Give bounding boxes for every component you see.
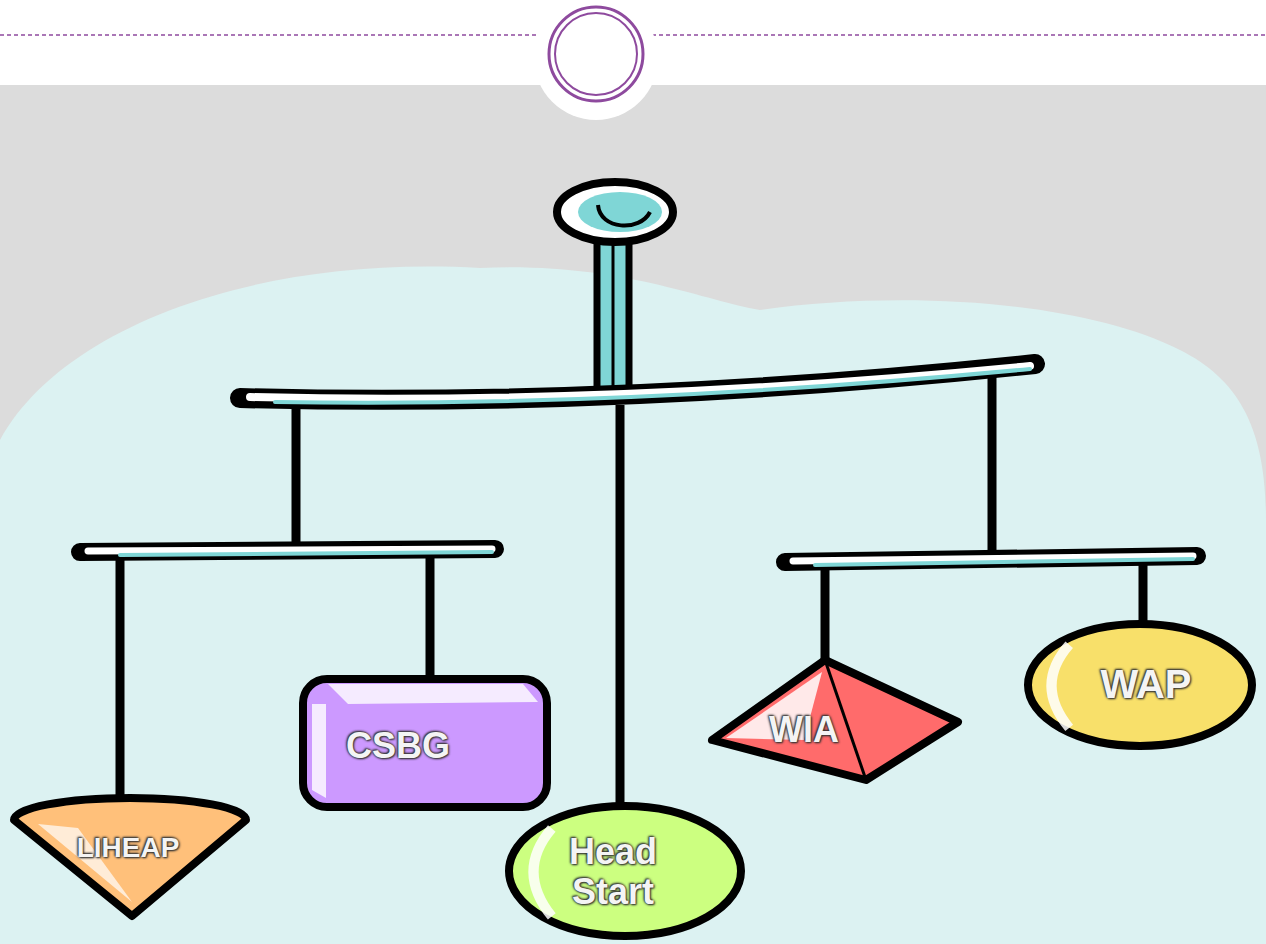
mobile-hook bbox=[578, 192, 662, 232]
program-label: CSBG bbox=[346, 726, 450, 766]
pyramid-weight: WIA bbox=[704, 648, 966, 788]
box-top-face bbox=[328, 684, 538, 704]
oval-weight: WAP bbox=[1022, 618, 1258, 752]
oval-weight: Head Start bbox=[503, 800, 747, 942]
mobile-rod bbox=[612, 240, 615, 394]
cloud-backdrop bbox=[0, 267, 1266, 944]
box-side-face bbox=[312, 704, 326, 798]
mobile-bar bbox=[240, 364, 1035, 400]
oval-highlight bbox=[1052, 645, 1070, 728]
mobile-string bbox=[1139, 560, 1148, 628]
header-rule bbox=[652, 34, 1266, 36]
mobile-bar bbox=[250, 366, 1030, 399]
mobile-string bbox=[988, 375, 997, 558]
mobile-string bbox=[426, 552, 435, 684]
cone-outline bbox=[14, 798, 246, 916]
header-ring bbox=[549, 7, 643, 101]
header-rule bbox=[0, 34, 540, 36]
program-label: WIA bbox=[769, 710, 839, 750]
mobile-rod bbox=[597, 238, 629, 396]
mobile-bar bbox=[275, 369, 1030, 403]
box-weight: CSBG bbox=[298, 674, 552, 812]
cone-weight: LIHEAP bbox=[8, 792, 252, 922]
oval-outline bbox=[1028, 624, 1252, 746]
program-label: WAP bbox=[1100, 662, 1191, 706]
mobile-string bbox=[116, 552, 125, 812]
header-bump bbox=[534, 0, 658, 120]
program-label: LIHEAP bbox=[77, 832, 180, 864]
mobile-string bbox=[616, 405, 625, 812]
mobile-string bbox=[821, 562, 830, 662]
pyramid-outline bbox=[712, 660, 958, 780]
mobile-bar bbox=[120, 552, 492, 555]
oval-outline bbox=[509, 806, 741, 936]
program-label: Head Start bbox=[553, 832, 673, 912]
mobile-bar bbox=[815, 559, 1193, 565]
oval-highlight bbox=[534, 828, 552, 916]
mobile-hook bbox=[598, 205, 650, 226]
header-ring bbox=[555, 13, 637, 95]
mobile-string bbox=[292, 405, 301, 550]
mobile-hook bbox=[557, 182, 673, 242]
grey-panel bbox=[0, 85, 1266, 944]
box-outline bbox=[303, 679, 547, 807]
